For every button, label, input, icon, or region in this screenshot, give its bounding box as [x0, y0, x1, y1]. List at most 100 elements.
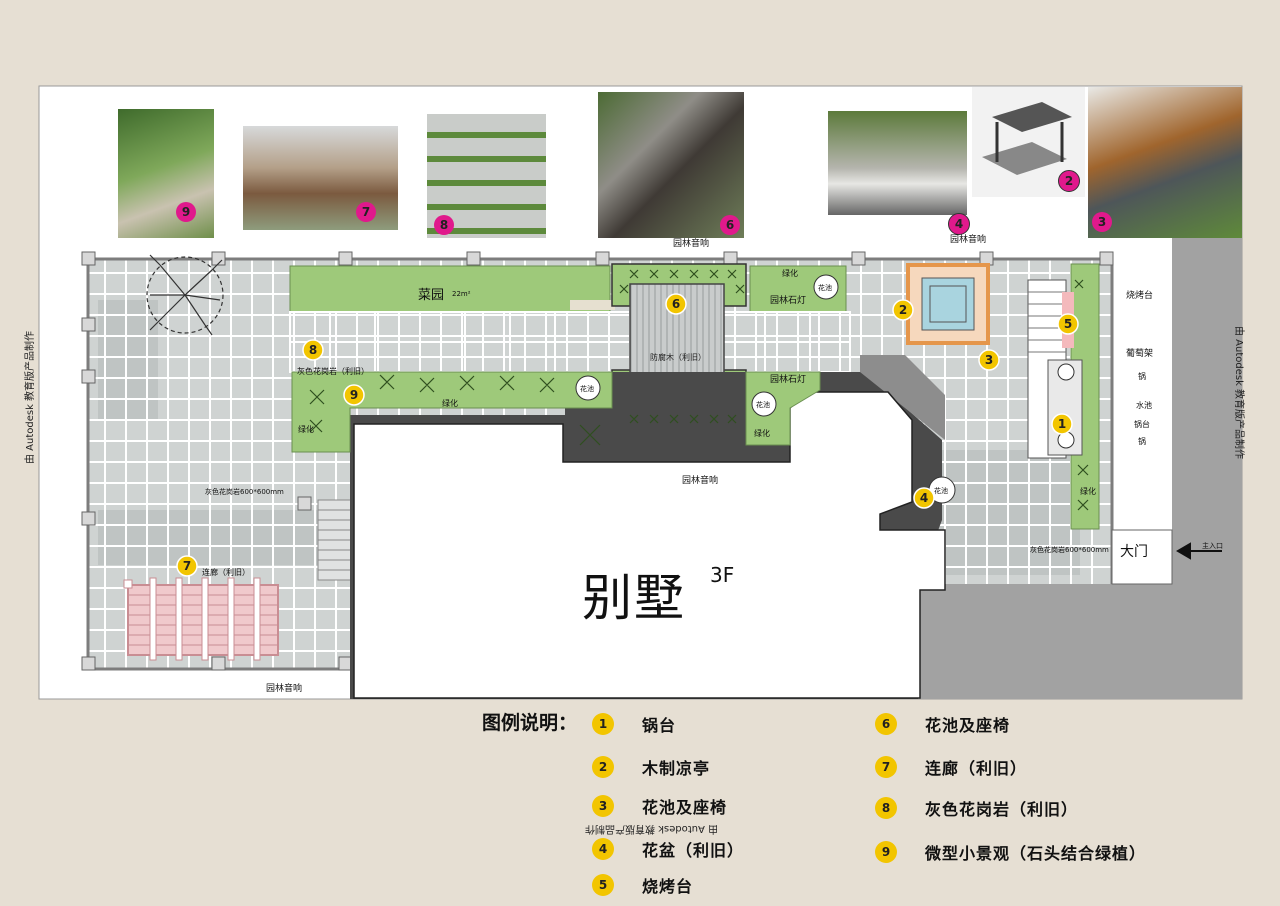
legend-number-3: 3	[592, 795, 614, 817]
speaker-label-3: 园林音响	[682, 476, 719, 486]
flower-pools	[575, 274, 956, 504]
legend-label-2: 木制凉亭	[642, 759, 711, 778]
corridor-label: 连廊（利旧）	[202, 568, 250, 577]
legend-item-3: 3 花池及座椅	[592, 794, 727, 818]
entrance-label: 主入口	[1202, 542, 1223, 550]
legend-item-9: 9 微型小景观（石头结合绿植）	[875, 840, 1146, 864]
plan-marker-6	[665, 293, 687, 315]
photo-badge-7: 7	[356, 202, 376, 222]
legend-label-7: 连廊（利旧）	[925, 759, 1028, 778]
speaker-label-2: 园林音响	[950, 235, 987, 245]
legend-label-3: 花池及座椅	[642, 798, 728, 817]
grass-label-2: 绿化	[442, 399, 458, 408]
flower-pool-top-right	[813, 274, 839, 300]
street-area	[918, 237, 1242, 699]
flower-pool-left	[575, 375, 601, 401]
photo-planter-seating	[598, 92, 744, 238]
flower-pool-label-4: 花池	[934, 487, 948, 495]
photo-planter-bench	[1088, 87, 1242, 238]
granite-old-label: 灰色花岗岩（利旧）	[297, 367, 369, 376]
legend-number-8: 8	[875, 797, 897, 819]
plan-marker-8	[302, 339, 324, 361]
plan-marker-5	[1057, 313, 1079, 335]
plan-marker-label-4: 4	[920, 491, 928, 505]
house-floor: 3F	[710, 563, 735, 587]
grass-label-5: 绿化	[1080, 487, 1096, 496]
granite-paving-dark-right	[930, 450, 1080, 575]
house-shadow-light	[860, 355, 945, 440]
plan-marker-label-2: 2	[899, 303, 907, 317]
photo-badge-6: 6	[720, 215, 740, 235]
watermark-bottom: 由 Autodesk 教育版产品制作	[585, 823, 719, 834]
sink-label: 水池	[1136, 401, 1152, 410]
veg-garden-label: 菜园	[418, 288, 445, 303]
pot-label: 锅	[1138, 372, 1146, 381]
anticorrosive-wood-label: 防腐木（利旧）	[650, 353, 706, 362]
watermark-left: 由 Autodesk 教育版产品制作	[25, 330, 37, 465]
photo-badge-9: 9	[176, 202, 196, 222]
speaker-label-4: 园林音响	[266, 684, 303, 694]
planter-right-strip	[1070, 263, 1100, 530]
bbq-label: 烧烤台	[1126, 291, 1154, 301]
legend-item-7: 7 连廊（利旧）	[875, 755, 1027, 779]
legend-label-8: 灰色花岗岩（利旧）	[925, 800, 1079, 819]
plan-marker-label-1: 1	[1058, 417, 1066, 431]
grape-label: 葡萄架	[1126, 349, 1154, 359]
gate-label: 大门	[1120, 544, 1148, 560]
legend-number-9: 9	[875, 841, 897, 863]
flower-pool-label-1: 花池	[818, 284, 832, 292]
wall-posts	[81, 251, 1114, 671]
legend-number-1: 1	[592, 713, 614, 735]
legend-title: 图例说明：	[482, 712, 578, 734]
plan-marker-label-6: 6	[672, 297, 680, 311]
granite-spec-label-2: 灰色花岗岩600*600mm	[1030, 546, 1109, 554]
photo-flower-pot	[828, 111, 967, 215]
plan-marker-1	[1051, 413, 1073, 435]
veg-garden-area: 22m²	[452, 290, 471, 298]
photo-badge-4: 4	[948, 213, 970, 235]
house	[353, 391, 946, 699]
photo-badge-2: 2	[1058, 170, 1080, 192]
legend-number-4: 4	[592, 838, 614, 860]
plan-marker-label-8: 8	[309, 343, 317, 357]
grass-label-4: 绿化	[754, 429, 770, 438]
photo-badge-8: 8	[434, 215, 454, 235]
plan-marker-2	[892, 299, 914, 321]
plan-marker-label-7: 7	[183, 559, 191, 573]
legend-label-4: 花盆（利旧）	[642, 841, 745, 860]
green-strip-right	[745, 371, 821, 446]
flower-pool-label-3: 花池	[756, 401, 770, 409]
plan-marker-7	[176, 555, 198, 577]
speaker-label-1: 园林音响	[673, 239, 710, 249]
watermark-right: 由 Autodesk 教育版产品制作	[1233, 325, 1245, 460]
tree-icon	[146, 254, 224, 336]
garden-light-label-2: 园林石灯	[770, 375, 807, 385]
legend-number-7: 7	[875, 756, 897, 778]
grass-label-3: 绿化	[298, 425, 314, 434]
plan-marker-9	[343, 384, 365, 406]
granite-spec-label-1: 灰色花岗岩600*600mm	[205, 488, 284, 496]
legend-item-8: 8 灰色花岗岩（利旧）	[875, 796, 1078, 820]
garden-light-label-1: 园林石灯	[770, 296, 807, 306]
entrance-arrow-icon	[1176, 542, 1222, 560]
legend-label-9: 微型小景观（石头结合绿植）	[925, 844, 1147, 863]
plant-icons	[309, 269, 1089, 511]
plan-marker-label-9: 9	[350, 388, 358, 402]
plan-marker-4	[913, 487, 935, 509]
legend-label-6: 花池及座椅	[925, 716, 1011, 735]
gate-landing	[1111, 529, 1173, 585]
stove-label: 锅台	[1134, 420, 1150, 429]
legend-label-1: 锅台	[642, 716, 677, 735]
plan-marker-label-5: 5	[1064, 317, 1072, 331]
pot-burner-1	[1057, 363, 1075, 381]
house-label: 别墅	[582, 569, 686, 627]
green-strip-left	[291, 371, 613, 453]
legend-item-1: 1 锅台	[592, 712, 676, 736]
flower-pool-label-2: 花池	[580, 385, 594, 393]
pot-label-2: 锅	[1138, 437, 1146, 446]
granite-paving-dark-left	[98, 300, 158, 420]
plan-marker-3	[978, 349, 1000, 371]
